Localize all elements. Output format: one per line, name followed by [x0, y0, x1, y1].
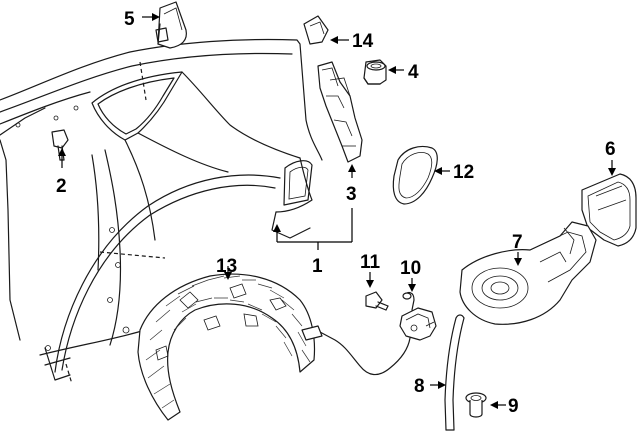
part-3-bracket: [317, 61, 363, 163]
callout-3: 3: [346, 184, 357, 205]
part-11-screw: [365, 291, 389, 311]
callout-6: 6: [605, 139, 616, 160]
callout-14: 14: [352, 31, 374, 52]
part-13-wheel-liner: [137, 273, 316, 421]
callout-8: 8: [414, 376, 425, 397]
callout-11: 11: [360, 252, 381, 273]
callout-4: 4: [408, 62, 419, 83]
callout-10: 10: [400, 258, 421, 279]
callout-2: 2: [56, 176, 67, 197]
part-5-bracket: [155, 1, 187, 49]
part-8-drain-hose: [444, 314, 465, 431]
part-4-grommet: [363, 59, 387, 85]
callout-13: 13: [216, 256, 237, 277]
leader-lines: [58, 13, 616, 409]
part-10-actuator: [301, 291, 437, 376]
callout-9: 9: [508, 396, 519, 417]
part-12-seal: [392, 145, 438, 205]
callout-12: 12: [453, 162, 474, 183]
callout-7: 7: [512, 232, 523, 253]
part-9-grommet: [465, 392, 487, 418]
part-7-filler-housing: [459, 221, 597, 325]
part-14-clip: [303, 15, 329, 45]
callout-1: 1: [312, 256, 323, 277]
callout-5: 5: [124, 9, 135, 30]
part-6-fuel-door: [581, 173, 637, 247]
quarter-panel: [0, 38, 323, 385]
